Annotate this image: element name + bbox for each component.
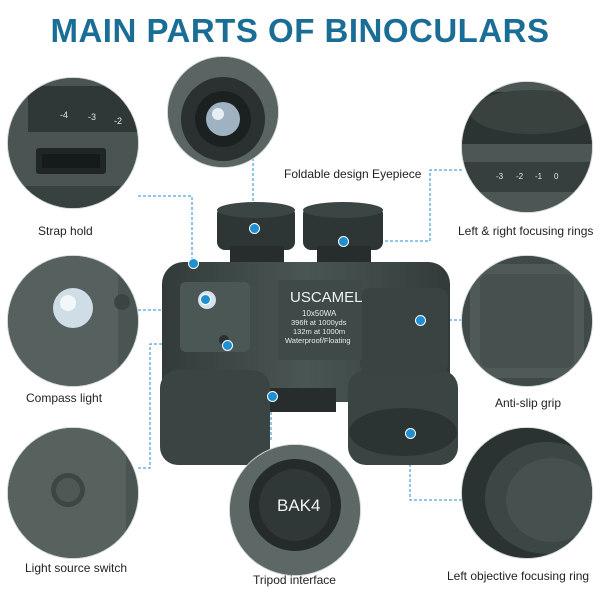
- tripod-interface-detail: [230, 445, 360, 575]
- focusing-rings-detail: [462, 82, 592, 212]
- eyepiece-label: Foldable design Eyepiece: [284, 167, 422, 181]
- light-switch-dot: [222, 340, 233, 351]
- focus-callout-line: [345, 169, 462, 242]
- anti-slip-dot: [415, 315, 426, 326]
- strap-callout-line: [138, 195, 193, 262]
- compass-light-detail: [8, 256, 138, 386]
- focusing-ring-dot: [338, 236, 349, 247]
- spec-features: Waterproof/Floating: [285, 336, 351, 345]
- strap-hold-label: Strap hold: [38, 224, 93, 238]
- prism-label: BAK4: [277, 496, 321, 515]
- objective-ring-label: Left objective focusing ring: [447, 569, 590, 583]
- strap-hold-detail: [8, 78, 138, 208]
- strap-scale-2: -3: [88, 112, 97, 122]
- brand-logo: USCAMEL: [290, 289, 363, 306]
- anti-slip-detail: [462, 256, 592, 386]
- spec-range-m: 132m at 1000m: [293, 327, 346, 336]
- binocular-body: [160, 202, 458, 465]
- light-switch-detail: [8, 428, 138, 558]
- page-title: MAIN PARTS OF BINOCULARS: [50, 12, 550, 49]
- light-switch-label: Light source switch: [25, 561, 128, 575]
- tripod-label: Tripod interface: [253, 573, 336, 587]
- strap-scale-1: -4: [60, 110, 69, 120]
- strap-scale-3: -2: [114, 116, 123, 126]
- focusing-rings-label: Left & right focusing rings: [458, 224, 594, 238]
- eyepiece-dot: [249, 223, 260, 234]
- spec-range-ft: 396ft at 1000yds: [291, 318, 347, 327]
- tripod-dot: [267, 391, 278, 402]
- compass-light-label: Compass light: [26, 391, 103, 405]
- focus-scale-4: 0: [554, 172, 559, 181]
- objective-ring-detail: [462, 428, 592, 558]
- objective-ring-dot: [405, 428, 416, 439]
- eyepiece-detail: [168, 57, 278, 167]
- anti-slip-label: Anti-slip grip: [495, 396, 562, 410]
- switch-callout-line: [138, 343, 226, 469]
- spec-model: 10x50WA: [302, 309, 337, 318]
- focus-scale-1: -3: [496, 172, 504, 181]
- compass-light-dot: [200, 294, 211, 305]
- strap-hold-dot: [188, 258, 199, 269]
- focus-scale-3: -1: [535, 172, 543, 181]
- focus-scale-2: -2: [516, 172, 524, 181]
